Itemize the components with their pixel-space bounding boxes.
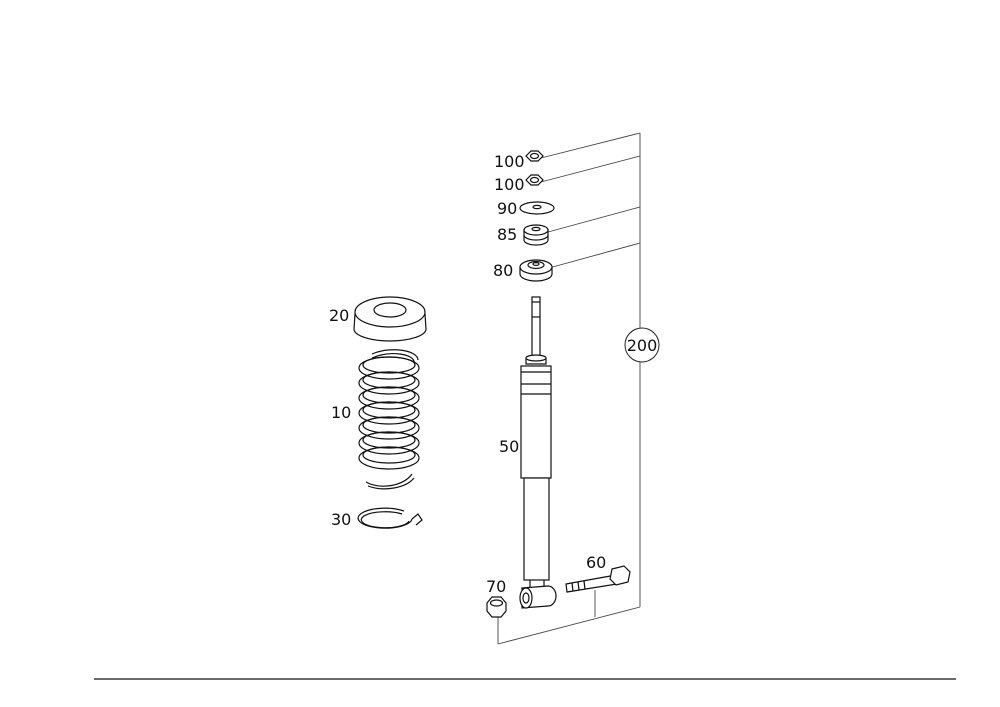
- spring-pad-20: [353, 296, 427, 342]
- label-60: 60: [586, 553, 606, 572]
- label-20: 20: [329, 306, 349, 325]
- washer-90: [519, 201, 555, 215]
- leader-lines: [497, 132, 641, 645]
- label-10: 10: [331, 403, 351, 422]
- mount-80: [519, 259, 553, 282]
- label-30: 30: [331, 510, 351, 529]
- label-70: 70: [486, 577, 506, 596]
- label-85: 85: [497, 225, 517, 244]
- nut-70: [486, 596, 507, 618]
- retaining-ring-30: [357, 507, 423, 529]
- bushing-85: [523, 224, 549, 246]
- coil-spring-10: [358, 349, 420, 490]
- label-80: 80: [493, 261, 513, 280]
- assembly-200-callout: 200: [624, 327, 660, 363]
- label-100-lower: 100: [494, 175, 525, 194]
- label-200: 200: [627, 336, 658, 355]
- label-100-upper: 100: [494, 152, 525, 171]
- label-50: 50: [499, 437, 519, 456]
- bolt-60: [565, 565, 631, 593]
- nut-100-upper: [525, 150, 544, 162]
- nut-100-lower: [525, 174, 544, 186]
- shock-absorber-50: [519, 296, 557, 609]
- label-90: 90: [497, 199, 517, 218]
